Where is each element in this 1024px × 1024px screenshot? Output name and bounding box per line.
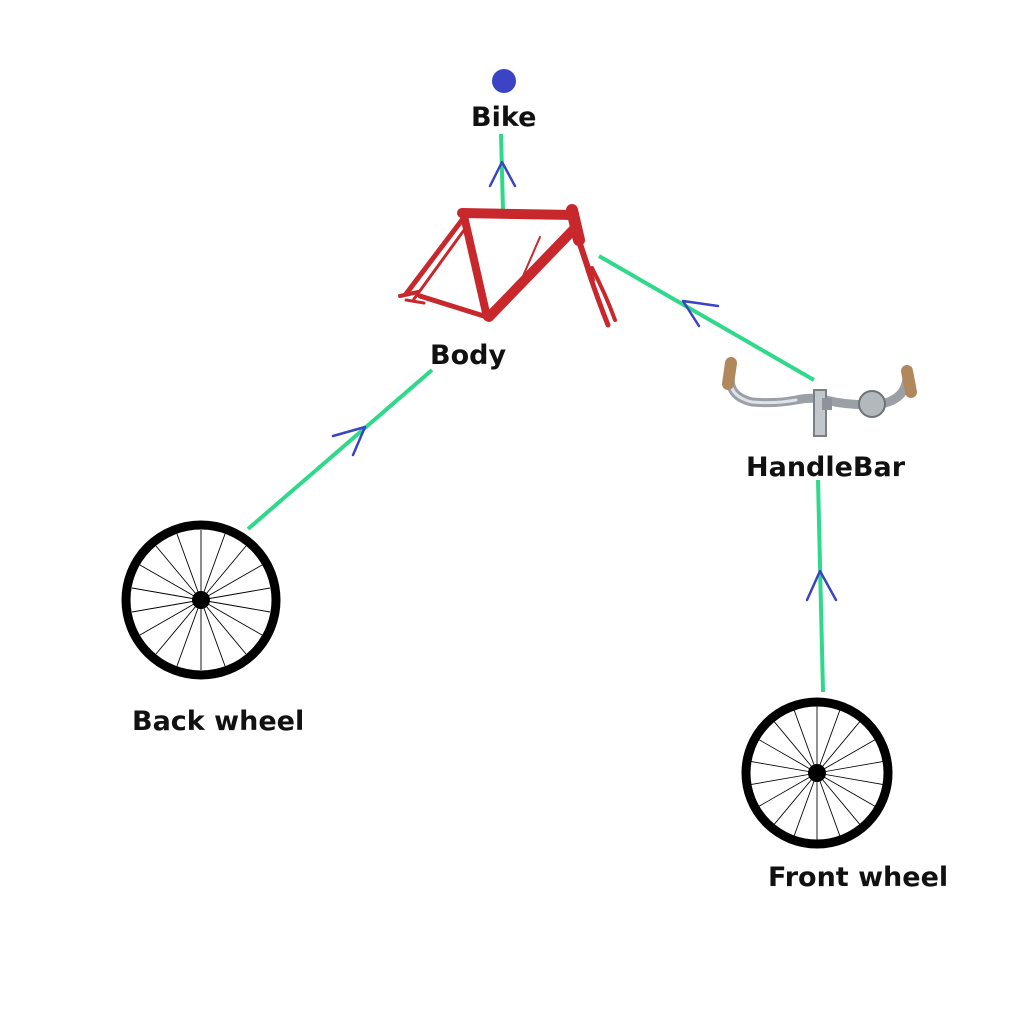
arrowhead-handlebar-to-body bbox=[681, 299, 720, 328]
edge-handlebar-to-body bbox=[598, 254, 815, 382]
front-wheel-icon bbox=[741, 697, 893, 849]
node-label-body: Body bbox=[430, 340, 507, 371]
edge-backwheel-to-body bbox=[246, 368, 434, 531]
node-label-bike: Bike bbox=[471, 102, 537, 133]
back-wheel-icon bbox=[121, 520, 281, 680]
arrowhead-backwheel-to-body bbox=[331, 425, 367, 457]
handlebar-icon bbox=[722, 357, 917, 437]
node-label-front-wheel: Front wheel bbox=[768, 862, 949, 893]
node-label-back-wheel: Back wheel bbox=[132, 706, 305, 737]
edge-body-to-bike bbox=[499, 133, 505, 212]
arrowhead-frontwheel-to-handlebar bbox=[805, 569, 838, 602]
arrowhead-body-to-bike bbox=[488, 160, 517, 188]
node-label-handlebar: HandleBar bbox=[746, 452, 906, 483]
edge-frontwheel-to-handlebar bbox=[816, 479, 825, 693]
bike-root-node bbox=[492, 69, 516, 93]
bike-frame-icon bbox=[398, 204, 617, 328]
